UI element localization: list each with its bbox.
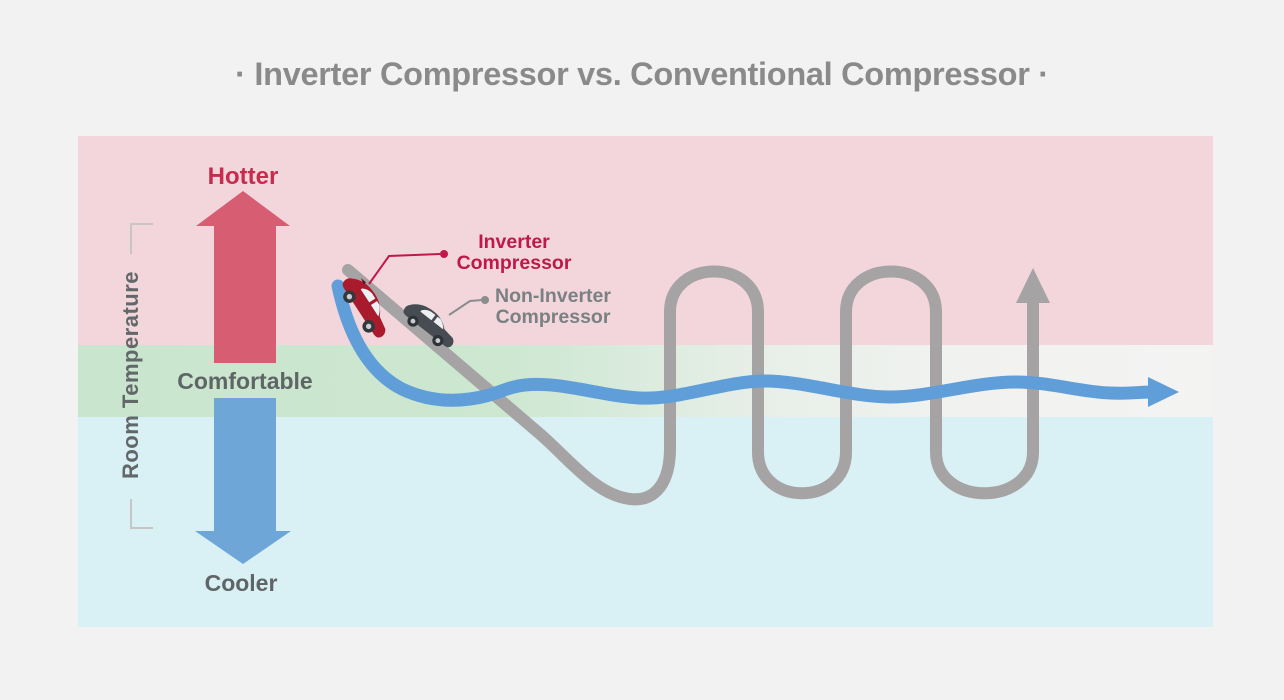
inverter-compressor-label: Inverter Compressor (457, 232, 572, 274)
room-temperature-axis-label: Room Temperature (118, 270, 143, 480)
hotter-label: Hotter (207, 163, 279, 190)
comfortable-label: Comfortable (177, 368, 313, 394)
inverter-compressor-label-line1: Inverter (478, 231, 550, 253)
inverter-compressor-label-line2: Compressor (456, 252, 572, 274)
page-title: · Inverter Compressor vs. Conventional C… (235, 56, 1049, 92)
cooler-label: Cooler (204, 570, 278, 596)
non-inverter-compressor-label: Non-Inverter Compressor (495, 286, 611, 328)
non-inverter-compressor-label-line2: Compressor (495, 306, 611, 328)
non-inverter-compressor-label-line1: Non-Inverter (495, 285, 611, 307)
